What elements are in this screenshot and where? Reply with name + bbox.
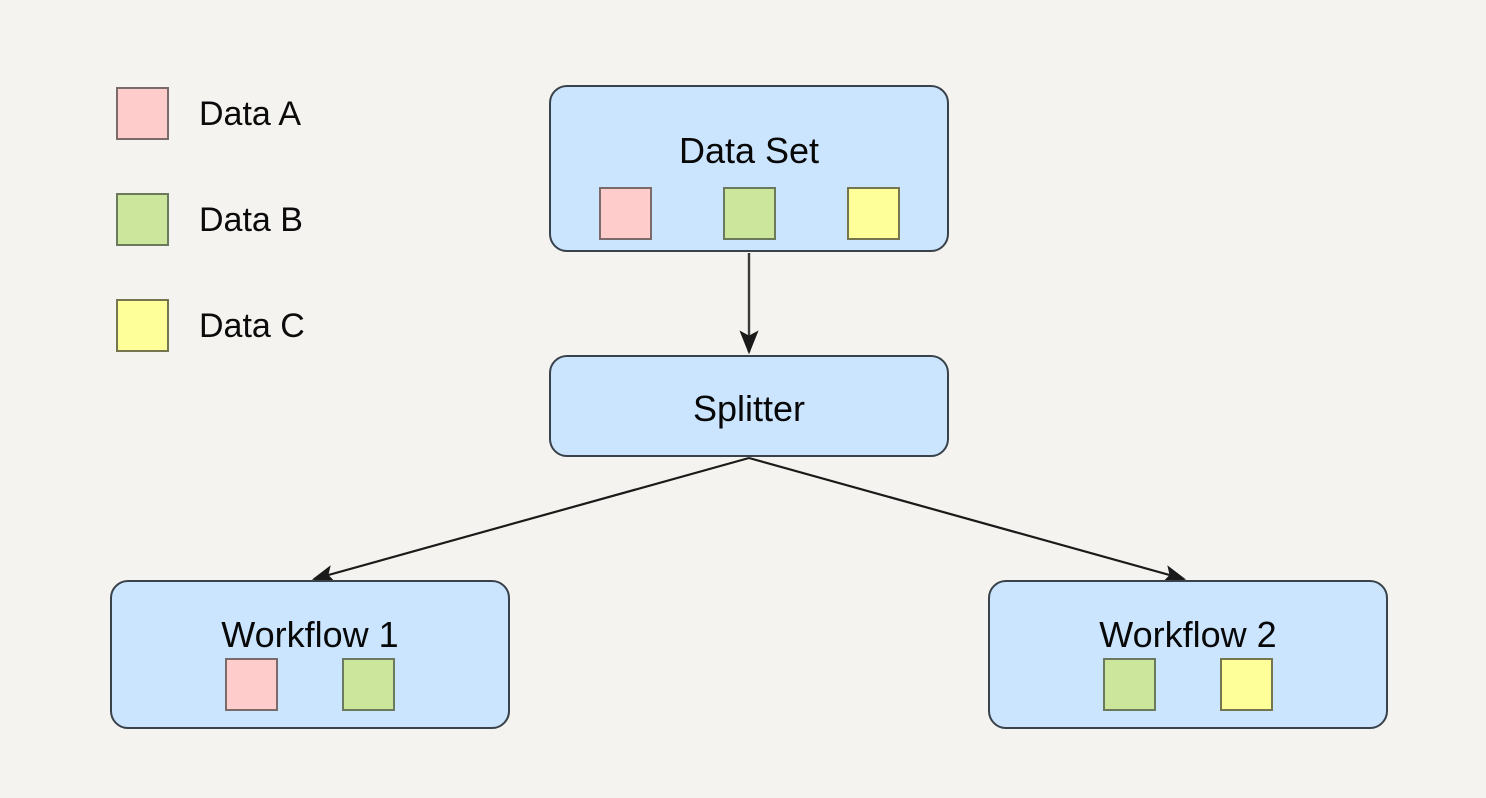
node-workflow-1-title: Workflow 1 xyxy=(221,614,399,655)
legend-item-data-a: Data A xyxy=(116,87,305,140)
workflow-1-swatch-data-b xyxy=(342,658,395,711)
legend: Data A Data B Data C xyxy=(116,87,305,352)
node-workflow-1[interactable]: Workflow 1 xyxy=(110,580,510,729)
legend-label-data-c: Data C xyxy=(199,306,305,345)
legend-label-data-b: Data B xyxy=(199,200,303,239)
node-workflow-1-swatches xyxy=(112,658,508,711)
legend-swatch-data-c xyxy=(116,299,169,352)
edge-splitter-to-workflow1 xyxy=(311,456,750,583)
data-set-swatch-data-b xyxy=(722,187,776,240)
data-set-swatch-data-c xyxy=(846,187,900,240)
node-splitter-title: Splitter xyxy=(692,388,806,429)
node-splitter[interactable]: Splitter xyxy=(549,355,949,457)
legend-swatch-data-a xyxy=(116,87,169,140)
node-workflow-2-swatches xyxy=(990,658,1386,711)
legend-label-data-a: Data A xyxy=(199,94,302,133)
workflow-2-swatch-data-c xyxy=(1220,658,1273,711)
node-workflow-2[interactable]: Workflow 2 xyxy=(988,580,1388,729)
node-data-set[interactable]: Data Set xyxy=(549,85,949,252)
workflow-2-swatch-data-b xyxy=(1103,658,1156,711)
data-set-swatch-data-a xyxy=(598,187,652,240)
legend-item-data-c: Data C xyxy=(116,299,305,352)
node-data-set-swatches xyxy=(551,187,947,240)
node-data-set-title: Data Set xyxy=(678,130,820,171)
workflow-1-swatch-data-a xyxy=(225,658,278,711)
legend-swatch-data-b xyxy=(116,193,169,246)
edge-splitter-to-workflow2 xyxy=(748,456,1187,583)
legend-item-data-b: Data B xyxy=(116,193,305,246)
node-workflow-2-title: Workflow 2 xyxy=(1099,614,1277,655)
